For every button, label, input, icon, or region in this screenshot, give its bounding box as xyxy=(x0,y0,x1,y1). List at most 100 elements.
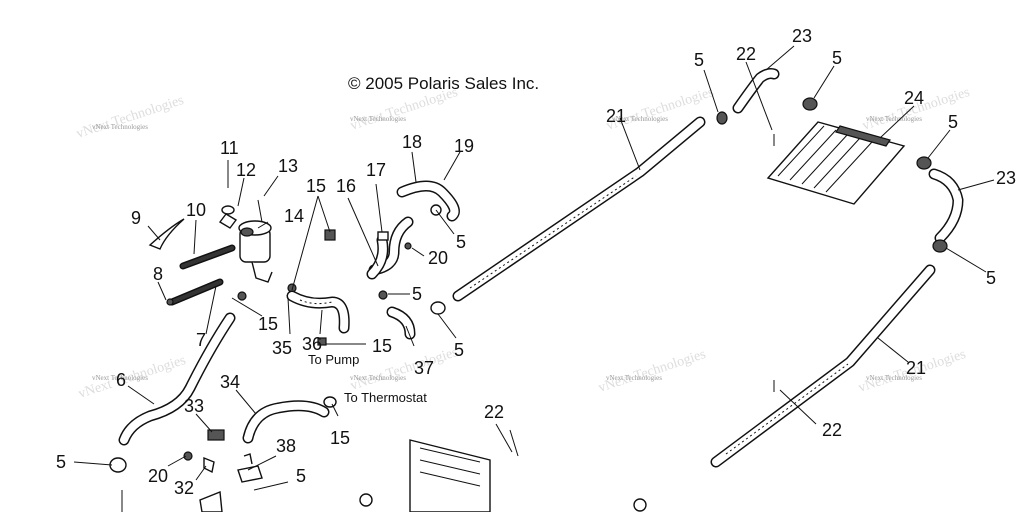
callout-5-top-right: 5 xyxy=(832,48,842,68)
tube-21-upper-fill xyxy=(454,118,704,300)
tube-21-upper-ribs xyxy=(469,175,637,289)
breather-tube-core xyxy=(181,246,234,268)
callout-5-top-left: 5 xyxy=(694,50,704,70)
callout-5-right-upper: 5 xyxy=(948,112,958,132)
hose-34-fill xyxy=(244,401,328,442)
clamp-partial xyxy=(359,493,373,507)
leader xyxy=(253,481,289,491)
callout-10: 10 xyxy=(186,200,206,220)
leader xyxy=(619,117,641,171)
callout-23-top: 23 xyxy=(792,26,812,46)
leader xyxy=(495,423,513,453)
leader xyxy=(195,465,207,481)
watermark-shadow: vNext Technologies xyxy=(75,93,186,142)
leader xyxy=(347,197,379,267)
watermark: vNext Technologies xyxy=(612,115,668,123)
clamp-5-right xyxy=(916,156,932,170)
elbow-23-top-fill xyxy=(734,69,778,112)
hose-18-fill xyxy=(398,182,459,220)
leader xyxy=(291,195,319,291)
watermark: vNext Technologies xyxy=(606,374,662,382)
watermark: vNext Technologies xyxy=(92,374,148,382)
leader xyxy=(779,389,817,425)
elbow-23-right-fill xyxy=(930,170,962,242)
leader xyxy=(703,69,719,113)
pump-hose xyxy=(286,290,350,346)
to-thermostat-note: To Thermostat xyxy=(344,390,427,405)
tunnel-tubes xyxy=(452,116,936,468)
callout-20-upper: 20 xyxy=(428,248,448,268)
leader xyxy=(257,221,269,229)
leader xyxy=(237,177,245,207)
clamp-15 xyxy=(378,290,388,300)
watermark: vNext Technologies xyxy=(350,115,406,123)
hose-clip xyxy=(317,337,327,346)
pump-hose-fill xyxy=(288,292,349,332)
tube-21-lower-ribs xyxy=(725,363,849,455)
tee-38 xyxy=(237,453,263,483)
clamp-20-lower xyxy=(183,451,193,461)
clamp-partial xyxy=(633,498,647,512)
leader xyxy=(877,337,909,363)
watermark: vNext Technologies xyxy=(92,123,148,131)
clamp-5-lower xyxy=(109,457,127,473)
callout-33: 33 xyxy=(184,396,204,416)
callout-24: 24 xyxy=(904,88,924,108)
leader xyxy=(231,297,263,317)
callout-11: 11 xyxy=(220,138,239,158)
callout-21-upper: 21 xyxy=(606,106,626,126)
filler-cap-part xyxy=(218,205,238,229)
leader xyxy=(411,151,417,183)
watermark: vNext Technologies xyxy=(866,115,922,123)
leader xyxy=(235,389,257,415)
callout-17: 17 xyxy=(366,160,386,180)
callout-15-upper: 15 xyxy=(306,176,326,196)
callout-5-lower: 5 xyxy=(296,466,306,486)
leader xyxy=(317,195,331,233)
bolt-22-lower xyxy=(509,429,519,457)
clamp-small xyxy=(324,229,336,241)
leader xyxy=(411,247,425,257)
callout-15-pump: 15 xyxy=(372,336,392,356)
callout-23-right: 23 xyxy=(996,168,1016,188)
callout-5-lower-left: 5 xyxy=(56,452,66,472)
hose-37-fill xyxy=(388,308,414,338)
leader xyxy=(435,209,455,235)
cooler-header xyxy=(835,125,891,147)
clamp-15-lower xyxy=(323,396,337,408)
leader xyxy=(745,61,773,131)
callout-8: 8 xyxy=(153,264,163,284)
clamp-5 xyxy=(430,301,446,315)
callout-20-lower: 20 xyxy=(148,466,168,486)
leader xyxy=(879,105,915,139)
fitting-32 xyxy=(203,456,215,474)
leader xyxy=(247,455,277,471)
callout-5-hose16: 5 xyxy=(412,284,422,304)
leader xyxy=(287,297,291,335)
to-pump-note: To Pump xyxy=(308,352,359,367)
cooler-plate-fins xyxy=(777,125,873,193)
callout-16: 16 xyxy=(336,176,356,196)
callout-5-right-lower: 5 xyxy=(986,268,996,288)
callout-7: 7 xyxy=(196,330,206,350)
leader xyxy=(765,45,795,71)
lower-left-hoses xyxy=(109,312,647,512)
callout-14: 14 xyxy=(284,206,304,226)
tube-21-lower-fill xyxy=(712,266,934,466)
leader xyxy=(73,461,113,466)
clamp-20 xyxy=(404,242,412,250)
watermark: vNext Technologies xyxy=(350,374,406,382)
hose-6-fill xyxy=(120,314,234,444)
callout-12: 12 xyxy=(236,160,256,180)
leader xyxy=(167,455,187,467)
clamp-5-top-right xyxy=(802,97,818,111)
callout-6: 6 xyxy=(116,370,126,390)
leader xyxy=(957,179,995,191)
callout-22-right: 22 xyxy=(822,420,842,440)
leader xyxy=(375,183,383,233)
leader xyxy=(195,413,213,433)
reservoir-cap xyxy=(240,227,254,237)
heat-exchanger-fins xyxy=(419,447,481,487)
